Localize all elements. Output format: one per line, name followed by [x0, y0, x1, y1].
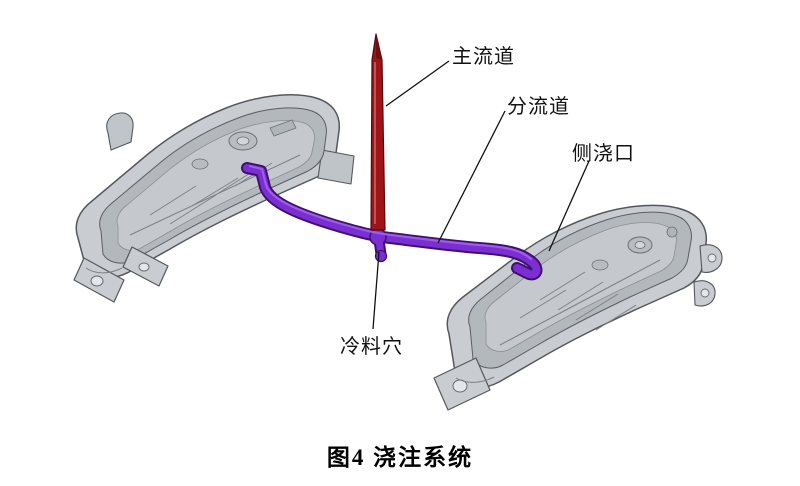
right-part-wall-line	[455, 376, 495, 383]
sprue-tip-shade	[376, 34, 382, 60]
left-part-right-flange	[317, 149, 355, 185]
left-part-detail-plate	[269, 119, 297, 137]
runner-system	[241, 162, 543, 281]
left-part-wall-line	[85, 267, 123, 274]
cold-slug-knob	[374, 249, 388, 263]
right-mold-part	[433, 204, 723, 411]
right-part-boss-hole	[634, 241, 646, 249]
right-part-ribs	[499, 259, 661, 346]
figure-caption: 图4 浇注系统	[326, 445, 474, 470]
label-cold-slug: 冷料穴	[340, 336, 403, 358]
right-lug-upper-hole	[707, 253, 717, 263]
leader-side-gate	[548, 160, 590, 252]
leader-main-runner	[385, 60, 450, 107]
right-part-floor	[484, 222, 677, 352]
left-part-boss-hole	[236, 136, 250, 146]
label-branch-runner: 分流道	[507, 96, 570, 118]
left-tab-a-hole	[90, 275, 104, 287]
runner-highlight	[248, 164, 533, 261]
runner-body	[243, 164, 541, 279]
left-part-boss-small	[191, 158, 209, 170]
leader-cold-slug	[372, 251, 380, 330]
right-part-pin	[666, 226, 678, 238]
leader-branch-runner	[437, 110, 506, 244]
right-lug-lower-hole	[700, 288, 710, 298]
left-part-top-lug	[106, 112, 134, 151]
sprue-body	[370, 33, 386, 231]
leader-lines	[372, 60, 590, 330]
left-mold-part	[73, 94, 355, 303]
right-part-boss-small	[591, 259, 609, 271]
label-main-runner: 主流道	[452, 46, 515, 68]
sprue	[370, 33, 386, 231]
label-side-gate: 侧浇口	[572, 143, 635, 165]
left-tab-b-hole	[138, 262, 150, 272]
